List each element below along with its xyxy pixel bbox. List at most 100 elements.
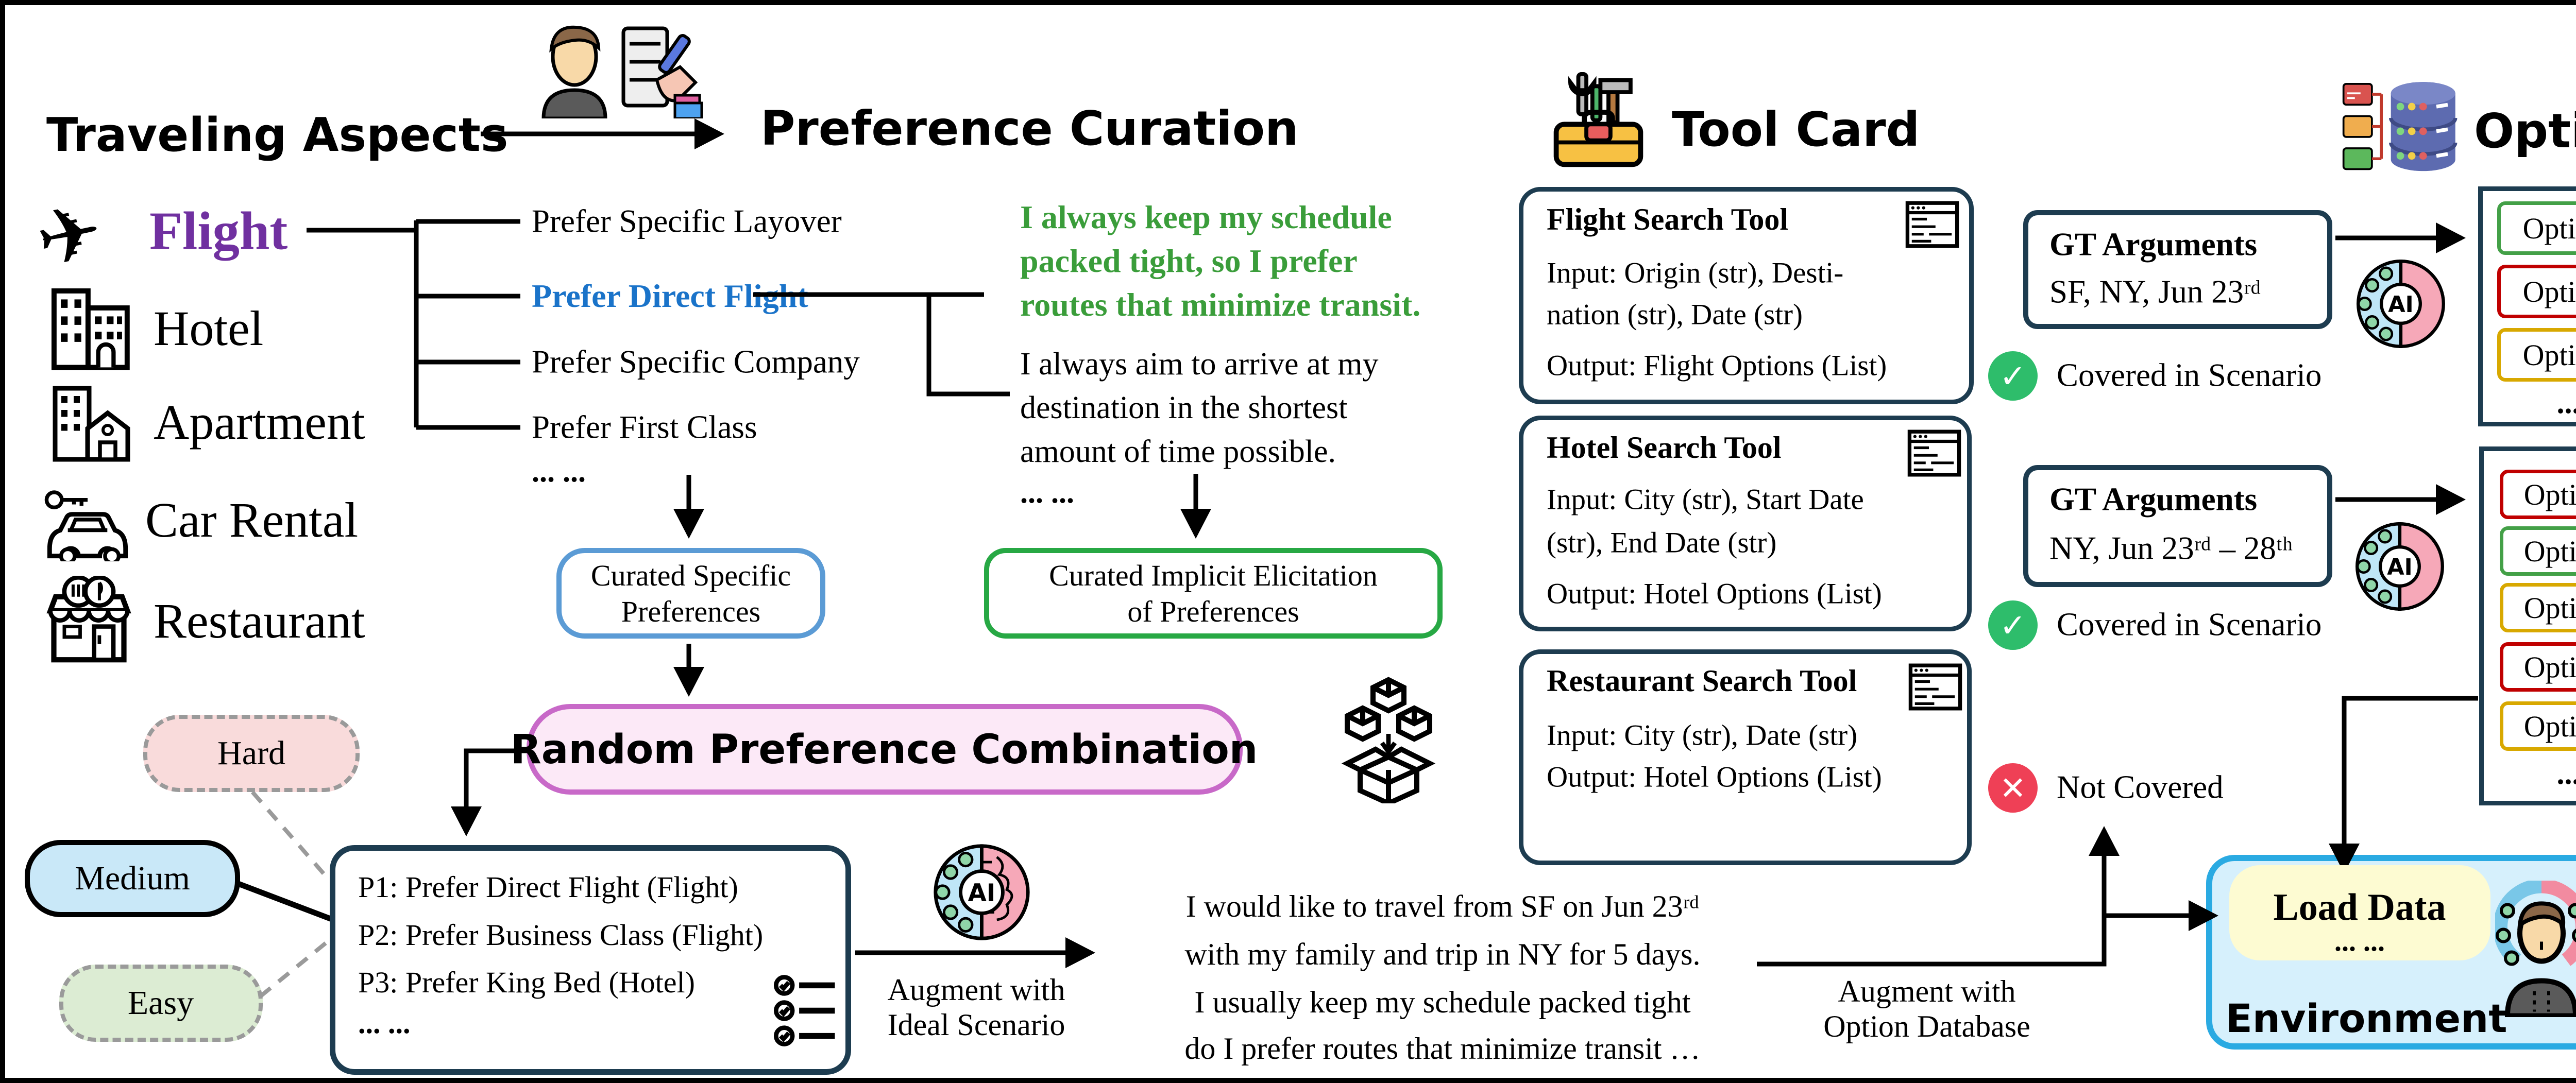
difficulty-easy-label: Easy xyxy=(127,984,194,1022)
curated-specific-line: Curated Specific xyxy=(590,559,791,592)
option-h5: Option H5 xyxy=(2500,701,2576,751)
person-writing-icon xyxy=(520,18,706,118)
difficulty-easy xyxy=(59,965,263,1042)
preference-item: Prefer First Class xyxy=(532,409,757,445)
hotel-icon xyxy=(49,286,134,371)
scenario-line: with my family and trip in NY for 5 days… xyxy=(1184,937,1701,971)
option-label: Option F3 xyxy=(2522,338,2576,372)
restaurant-icon xyxy=(44,576,134,663)
option-label: Option F2 xyxy=(2522,274,2576,308)
random-combination-label: Random Preference Combination xyxy=(510,727,1258,773)
covered-label-2: Covered in Scenario xyxy=(2057,606,2322,643)
svg-text:AI: AI xyxy=(2388,292,2414,318)
cross-glyph: ✕ xyxy=(1999,769,2026,807)
not-covered-label: Not Covered xyxy=(2057,769,2224,805)
check-glyph: ✓ xyxy=(1999,606,2026,644)
flight-tool-line: nation (str), Date (str) xyxy=(1547,298,1803,331)
implicit-pref-line: routes that minimize transit. xyxy=(1020,286,1421,323)
hotel-tool-line: Output: Hotel Options (List) xyxy=(1547,577,1882,610)
tool-card-title: Tool Card xyxy=(1672,102,1920,157)
curated-implicit-box xyxy=(984,548,1443,639)
option-h4: Option H4 xyxy=(2500,642,2576,692)
explicit-pref-line: destination in the shortest xyxy=(1020,390,1348,425)
curated-specific-box xyxy=(556,548,825,639)
restaurant-tool-title: Restaurant Search Tool xyxy=(1547,664,1857,698)
hotel-options-ellipsis: ... ... xyxy=(2556,757,2576,790)
scenario-line: I usually keep my schedule packed tight xyxy=(1194,985,1691,1019)
implicit-pref-line: packed tight, so I prefer xyxy=(1020,243,1358,279)
environment-label: Environment xyxy=(2226,995,2507,1041)
restaurant-tool-line: Input: City (str), Date (str) xyxy=(1547,719,1858,752)
load-data-label: Load Data xyxy=(2273,886,2446,929)
option-h3: Option H3 xyxy=(2500,583,2576,632)
database-folders-icon xyxy=(2342,80,2460,175)
covered-check-icon: ✓ xyxy=(1988,351,2038,401)
ai-brain-icon: AI xyxy=(2354,257,2447,350)
curated-implicit-line: Curated Implicit Elicitation xyxy=(1049,559,1378,592)
hotel-tool-card xyxy=(1519,416,1972,631)
hotel-tool-line: Input: City (str), Start Date xyxy=(1547,483,1864,516)
difficulty-medium xyxy=(25,840,240,917)
explicit-pref-line: amount of time possible. xyxy=(1020,434,1336,469)
check-glyph: ✓ xyxy=(1999,357,2026,395)
hotel-tool-title: Hotel Search Tool xyxy=(1547,431,1782,465)
pbox-ellipsis: ... ... xyxy=(358,1006,411,1040)
option-database-title: Option Database xyxy=(2474,104,2576,159)
option-label: Option H1 xyxy=(2523,477,2576,511)
explicit-pref-line: I always aim to arrive at my xyxy=(1020,347,1379,382)
car-rental-icon xyxy=(41,489,134,561)
option-label: Option H2 xyxy=(2523,534,2576,568)
flight-options-ellipsis: ... ... xyxy=(2556,386,2576,420)
gt1-title: GT Arguments xyxy=(2049,226,2258,263)
load-data-box xyxy=(2229,865,2490,960)
option-label: Option F1 xyxy=(2522,211,2576,245)
pbox-line: P3: Prefer King Bed (Hotel) xyxy=(358,966,695,999)
aspect-flight: Flight xyxy=(149,200,288,261)
not-covered-cross-icon: ✕ xyxy=(1988,763,2038,813)
preference-item: Prefer Specific Layover xyxy=(532,203,842,239)
option-label: Option H5 xyxy=(2523,709,2576,743)
preference-combo-box xyxy=(330,845,851,1075)
apartment-icon xyxy=(49,385,134,462)
option-label: Option H4 xyxy=(2523,650,2576,684)
option-f3: Option F3 xyxy=(2497,328,2576,382)
traveling-aspects-title: Traveling Aspects xyxy=(46,108,509,162)
aspect-apartment: Apartment xyxy=(154,394,365,450)
option-f2: Option F2 xyxy=(2497,265,2576,318)
option-h2: Option H2 xyxy=(2500,526,2576,576)
option-label: Option H3 xyxy=(2523,591,2576,625)
flight-tool-title: Flight Search Tool xyxy=(1547,202,1788,236)
covered-check-icon: ✓ xyxy=(1988,600,2038,650)
restaurant-tool-line: Output: Hotel Options (List) xyxy=(1547,761,1882,794)
oracle-user-icon xyxy=(2495,881,2576,1017)
pbox-line: P1: Prefer Direct Flight (Flight) xyxy=(358,870,738,904)
preference-item: Prefer Specific Company xyxy=(532,343,860,380)
gt-arguments-box-1 xyxy=(2023,210,2332,329)
curated-specific-line: Preferences xyxy=(621,595,761,628)
augment-db-line: Augment with xyxy=(1838,974,2016,1008)
flight-tool-line: Input: Origin (str), Desti- xyxy=(1547,256,1844,289)
flight-tool-card xyxy=(1519,187,1974,404)
aspect-hotel: Hotel xyxy=(154,301,264,356)
explicit-ellipsis: ... ... xyxy=(1020,475,1074,509)
scenario-line: do I prefer routes that minimize transit… xyxy=(1184,1032,1701,1065)
augment-db-line: Option Database xyxy=(1823,1009,2030,1043)
aspect-car-rental: Car Rental xyxy=(145,492,359,547)
gt1-value: SF, NY, Jun 23ʳᵈ xyxy=(2049,273,2261,310)
preference-ellipsis: ... ... xyxy=(532,454,586,488)
curated-implicit-line: of Preferences xyxy=(1127,595,1299,628)
difficulty-hard xyxy=(143,715,360,792)
flight-tool-line: Output: Flight Options (List) xyxy=(1547,349,1887,382)
hotel-tool-line: (str), End Date (str) xyxy=(1547,526,1777,559)
ai-brain-icon: AI xyxy=(2353,520,2446,613)
window-list-icon xyxy=(1907,429,1961,477)
covered-label-1: Covered in Scenario xyxy=(2057,357,2322,393)
package-icon xyxy=(1334,675,1463,803)
aspect-restaurant: Restaurant xyxy=(154,593,365,648)
augment-ideal-line: Ideal Scenario xyxy=(887,1008,1065,1042)
restaurant-tool-card xyxy=(1519,649,1972,865)
connector-lines xyxy=(236,118,2478,999)
gt2-value: NY, Jun 23ʳᵈ – 28ᵗʰ xyxy=(2049,530,2293,566)
svg-text:AI: AI xyxy=(968,880,996,907)
